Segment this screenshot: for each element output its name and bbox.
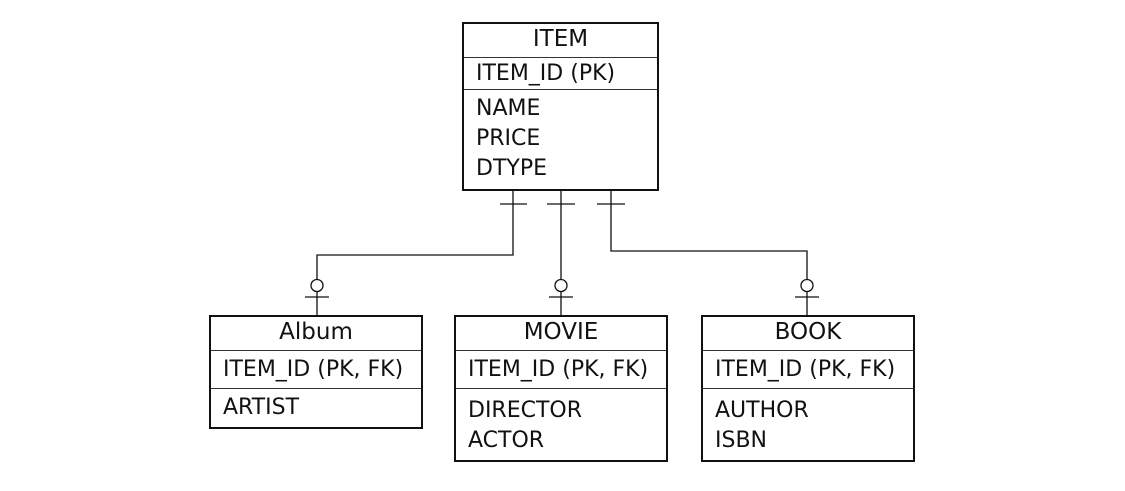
relationship-item-album bbox=[305, 190, 527, 316]
entity-book: BOOK ITEM_ID (PK, FK) AUTHOR ISBN bbox=[701, 315, 915, 462]
entity-title: ITEM bbox=[464, 24, 657, 58]
attribute: AUTHOR bbox=[715, 398, 809, 423]
primary-key: ITEM_ID (PK, FK) bbox=[456, 351, 666, 389]
primary-key: ITEM_ID (PK) bbox=[464, 58, 657, 90]
attribute: DIRECTOR bbox=[468, 398, 583, 423]
attribute-list: NAME PRICE DTYPE bbox=[464, 90, 657, 184]
attribute-list: AUTHOR ISBN bbox=[703, 389, 913, 456]
attribute: ISBN bbox=[715, 428, 768, 453]
relationship-item-book bbox=[597, 190, 819, 316]
attribute: PRICE bbox=[476, 126, 541, 151]
primary-key: ITEM_ID (PK, FK) bbox=[211, 351, 421, 389]
zero-optional-marker bbox=[310, 278, 324, 293]
attribute: DTYPE bbox=[476, 156, 547, 181]
zero-optional-marker bbox=[800, 278, 814, 293]
entity-title: Album bbox=[211, 317, 421, 351]
relationship-item-movie bbox=[547, 190, 575, 316]
attribute-list: ARTIST bbox=[211, 389, 421, 423]
entity-movie: MOVIE ITEM_ID (PK, FK) DIRECTOR ACTOR bbox=[454, 315, 668, 462]
attribute-list: DIRECTOR ACTOR bbox=[456, 389, 666, 456]
attribute: NAME bbox=[476, 96, 541, 121]
entity-title: MOVIE bbox=[456, 317, 666, 351]
entity-title: BOOK bbox=[703, 317, 913, 351]
entity-album: Album ITEM_ID (PK, FK) ARTIST bbox=[209, 315, 423, 429]
attribute: ARTIST bbox=[223, 395, 300, 420]
attribute: ACTOR bbox=[468, 428, 545, 453]
primary-key: ITEM_ID (PK, FK) bbox=[703, 351, 913, 389]
zero-optional-marker bbox=[554, 278, 568, 293]
entity-item: ITEM ITEM_ID (PK) NAME PRICE DTYPE bbox=[462, 22, 659, 191]
